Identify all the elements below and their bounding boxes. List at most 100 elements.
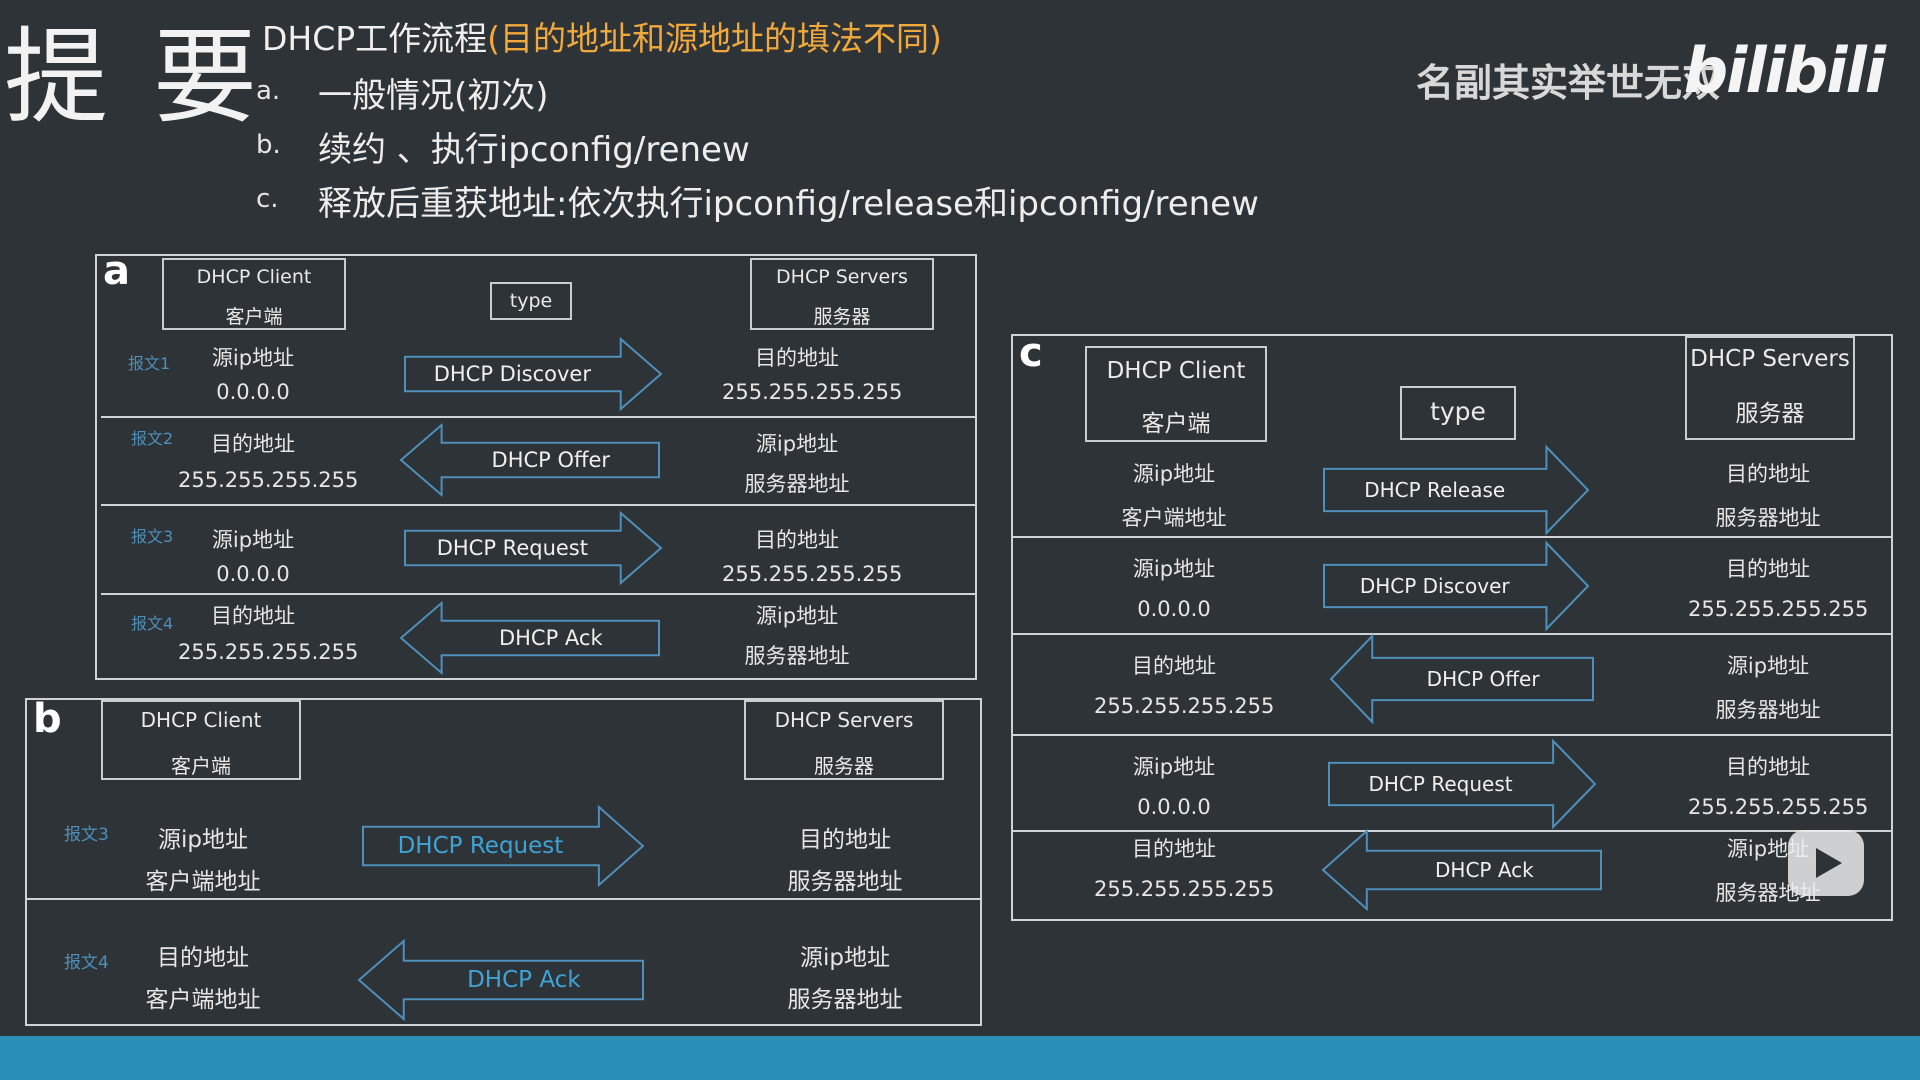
item-c-key: c. [256, 184, 279, 214]
item-b-key: b. [256, 130, 281, 160]
server-field-label: 目的地址 [1726, 557, 1810, 581]
title-note: (目的地址和源地址的填法不同) [487, 19, 942, 58]
message-type-label: DHCP Ack [498, 625, 603, 650]
panel-c: c DHCP Client 客户端 type DHCP Servers 服务器 [1011, 330, 1893, 921]
title-main: DHCP工作流程 [262, 19, 488, 58]
divider [1013, 633, 1891, 635]
message-type-label: DHCP Offer [491, 447, 611, 472]
client-subtitle: 客户端 [171, 754, 231, 778]
arrow-left-icon [399, 422, 660, 498]
server-field-label: 目的地址 [1726, 755, 1810, 779]
message-type-label: DHCP Request [1368, 771, 1513, 796]
client-field-value: 0.0.0.0 [216, 562, 290, 586]
item-c-text: 释放后重获地址:依次执行ipconfig/release和ipconfig/re… [318, 184, 1259, 224]
client-field-value: 0.0.0.0 [1137, 597, 1211, 621]
arrow-right-icon [404, 336, 663, 412]
client-field-value: 255.255.255.255 [1094, 877, 1275, 901]
client-field-label: 目的地址 [211, 604, 295, 628]
panel-c-type-box: type [1400, 386, 1516, 440]
server-field-value: 服务器地址 [787, 869, 903, 895]
panel-c-client-box: DHCP Client 客户端 [1085, 346, 1267, 442]
arrow-right-icon [1323, 444, 1590, 536]
divider [27, 898, 980, 900]
server-field-value: 服务器地址 [744, 644, 850, 668]
divider [1013, 734, 1891, 736]
play-icon[interactable] [1788, 830, 1864, 896]
server-field-value: 255.255.255.255 [1688, 795, 1869, 819]
client-field-label: 源ip地址 [1132, 462, 1216, 486]
divider [101, 593, 975, 595]
message-number: 报文4 [131, 614, 174, 633]
divider [1013, 830, 1891, 832]
arrow-left-icon [1329, 633, 1594, 725]
arrow-left-icon [399, 600, 660, 676]
server-field-label: 目的地址 [799, 827, 891, 853]
client-field-label: 源ip地址 [1132, 557, 1216, 581]
message-type-label: DHCP Request [397, 832, 564, 859]
server-title: DHCP Servers [776, 266, 908, 288]
client-field-value: 255.255.255.255 [178, 468, 359, 492]
client-title: DHCP Client [196, 266, 312, 288]
server-subtitle: 服务器 [814, 754, 874, 778]
arrow-right-icon [1328, 738, 1597, 830]
divider [1013, 536, 1891, 538]
panel-b: b DHCP Client 客户端 DHCP Servers 服务器 [25, 696, 982, 1026]
slogan: 名副其实举世无双 [1415, 61, 1720, 105]
message-type-label: DHCP Ack [1435, 857, 1534, 882]
client-field-label: 源ip地址 [211, 528, 295, 552]
client-field-value: 客户端地址 [145, 987, 261, 1013]
arrow-right-icon [1323, 540, 1590, 632]
message-number: 报文3 [131, 527, 174, 546]
message-type-label: DHCP Request [436, 535, 588, 560]
server-field-label: 源ip地址 [800, 945, 890, 971]
server-field-value: 255.255.255.255 [722, 562, 903, 586]
panel-a: a DHCP Client 客户端 type DHCP Servers 服务器 [95, 248, 977, 680]
server-field-label: 目的地址 [755, 528, 839, 552]
arrow-right-icon [362, 804, 645, 888]
bilibili-logo: bilibili [1683, 34, 1886, 107]
client-field-value: 0.0.0.0 [1137, 795, 1211, 819]
panel-a-type-box: type [490, 282, 572, 320]
message-type-label: DHCP Release [1364, 477, 1506, 502]
client-field-value: 255.255.255.255 [178, 640, 359, 664]
server-field-value: 服务器地址 [787, 987, 903, 1013]
server-title: DHCP Servers [774, 708, 914, 732]
item-a-text: 一般情况(初次) [318, 76, 549, 116]
panel-b-server-box: DHCP Servers 服务器 [744, 700, 944, 780]
server-subtitle: 服务器 [813, 306, 871, 328]
client-title: DHCP Client [140, 708, 262, 732]
server-field-label: 源ip地址 [755, 432, 839, 456]
panel-c-server-box: DHCP Servers 服务器 [1685, 336, 1855, 440]
panel-b-letter: b [33, 696, 62, 742]
client-field-label: 源ip地址 [211, 346, 295, 370]
message-number: 报文4 [64, 953, 109, 973]
bottom-bar [0, 1036, 1920, 1080]
arrow-left-icon [1321, 828, 1602, 912]
client-field-value: 客户端地址 [145, 869, 261, 895]
type-label: type [509, 290, 553, 312]
panel-a-client-box: DHCP Client 客户端 [162, 258, 346, 330]
panel-a-letter: a [103, 248, 130, 294]
server-subtitle: 服务器 [1735, 401, 1805, 427]
server-field-label: 目的地址 [1726, 462, 1810, 486]
item-a-key: a. [256, 76, 281, 106]
divider [101, 416, 975, 418]
server-field-value: 255.255.255.255 [1688, 597, 1869, 621]
client-field-label: 目的地址 [1132, 654, 1216, 678]
client-field-label: 目的地址 [157, 945, 249, 971]
client-subtitle: 客户端 [1141, 411, 1211, 437]
client-title: DHCP Client [1106, 358, 1246, 384]
page-title: DHCP工作流程(目的地址和源地址的填法不同) [262, 12, 942, 60]
server-field-label: 源ip地址 [755, 604, 839, 628]
summary-heading: 提 要 [4, 16, 264, 138]
arrow-left-icon [357, 938, 644, 1022]
message-type-label: DHCP Discover [433, 361, 591, 386]
client-field-label: 目的地址 [211, 432, 295, 456]
item-b-text: 续约 、执行ipconfig/renew [318, 130, 750, 170]
client-field-value: 客户端地址 [1121, 506, 1227, 530]
server-field-label: 目的地址 [755, 346, 839, 370]
message-number: 报文2 [131, 429, 174, 448]
message-type-label: DHCP Offer [1426, 666, 1540, 691]
message-number: 报文1 [128, 354, 171, 373]
arrow-right-icon [404, 510, 663, 586]
